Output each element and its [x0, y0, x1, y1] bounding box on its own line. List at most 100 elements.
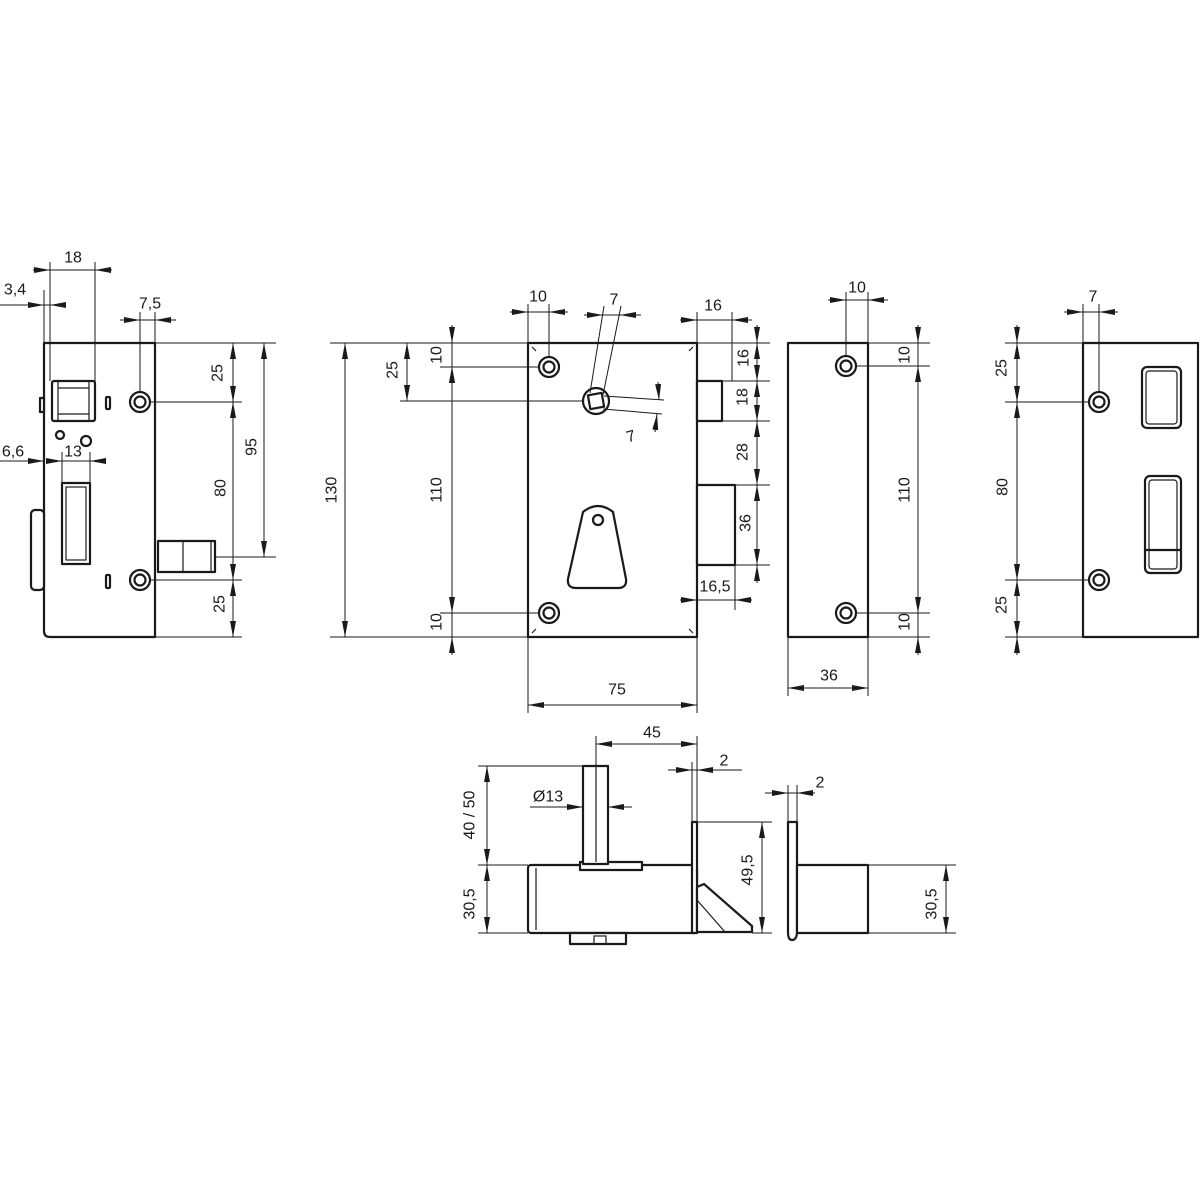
- dim-label: 16: [704, 298, 722, 315]
- dim-top-plate-49-5: 49,5: [697, 821, 772, 934]
- dim-label: 45: [643, 725, 661, 742]
- keyhole-pin: [591, 513, 605, 527]
- dim-label: 10: [429, 346, 446, 364]
- screw-hole-inner: [839, 359, 853, 373]
- lock-case-face: [526, 341, 699, 639]
- deadbolt-detail: [182, 541, 212, 572]
- back-view: 10 10 110 10 36: [786, 280, 930, 696]
- follower-hub: [50, 379, 97, 423]
- dim-label: 49,5: [740, 854, 757, 885]
- dim-label: 25: [994, 596, 1011, 614]
- dim-front-square-top: 7: [584, 292, 641, 396]
- opening-inner: [1148, 479, 1178, 570]
- dim-label: 7: [1089, 289, 1098, 306]
- screw-hole-inner: [542, 360, 556, 374]
- keyhole-escutcheon: [566, 504, 628, 590]
- strike-profile-plate: [786, 820, 799, 942]
- dim-label: 2: [720, 753, 729, 770]
- dim-side-offset-6-6: 6,6: [0, 444, 44, 464]
- dim-label: 80: [213, 479, 230, 497]
- dim-profile-thickness-2: 2: [765, 775, 825, 822]
- latch-opening: [60, 481, 92, 566]
- slot-mark: [104, 395, 112, 411]
- spindle: [581, 764, 610, 866]
- dim-label: 6,6: [2, 444, 24, 461]
- square-spindle-hole: [586, 391, 606, 411]
- dim-label: 7,5: [139, 296, 161, 313]
- dim-side-offset-3-4: 3,4: [0, 282, 66, 343]
- dim-side-opening-13: 13: [46, 444, 106, 483]
- dim-label: 13: [64, 444, 82, 461]
- dim-back-width-36: 36: [787, 637, 869, 696]
- extension-lines: [61, 452, 91, 483]
- bolt-receiver-opening: [1143, 474, 1183, 575]
- edge-tab: [29, 508, 46, 592]
- cylinder-body: [568, 931, 628, 946]
- keyhole-plate: [566, 504, 628, 590]
- arrow: [655, 381, 662, 401]
- dim-front-width-75: 75: [527, 637, 698, 713]
- corner-marks: [531, 346, 694, 634]
- latch-bolt: [695, 379, 724, 423]
- strike-plate-view: 7 25 80 25: [994, 289, 1200, 655]
- follower-hub-detail: [57, 381, 90, 421]
- front-plate: [690, 820, 699, 935]
- dim-label: 36: [820, 668, 838, 685]
- dim-top-spindle-45: 45: [595, 725, 698, 822]
- opening-outer: [1143, 474, 1183, 575]
- extension-lines: [602, 395, 665, 415]
- edge-notch: [38, 396, 46, 414]
- arrow: [652, 413, 659, 433]
- dim-back-right-chain: 10 110 10: [856, 325, 930, 655]
- slot-mark: [104, 573, 112, 590]
- dim-label: 36: [738, 514, 755, 532]
- dim-label: 7: [624, 428, 637, 447]
- extension-lines: [527, 637, 698, 713]
- dim-label: 25: [994, 359, 1011, 377]
- extension-lines: [696, 312, 733, 381]
- dim-label: 75: [608, 682, 626, 699]
- front-view: 10 7 7 16: [324, 289, 770, 713]
- dim-front-left-chain: 130 25 10 110 10: [324, 325, 583, 655]
- latch-opening-outer: [60, 481, 92, 566]
- dim-top-spindle-diameter: Ø13: [530, 789, 632, 810]
- dim-label: 18: [735, 388, 752, 406]
- latch-opening-inner: [65, 486, 87, 561]
- dim-side-offset-7-5: 7,5: [120, 296, 176, 392]
- latch-receiver-opening: [1140, 365, 1183, 430]
- extension-lines: [856, 342, 930, 638]
- dim-label: 18: [64, 250, 82, 267]
- dim-label: 130: [324, 477, 341, 504]
- extension-lines: [868, 864, 956, 934]
- latch-bevel-detail: [696, 899, 726, 933]
- dim-label: 25: [385, 361, 402, 379]
- dim-profile-depth-30-5: 30,5: [868, 864, 956, 934]
- side-view: 18 3,4 7,5 6,6 13: [0, 250, 276, 639]
- opening-inner: [1145, 370, 1178, 425]
- follower-hub-body: [50, 379, 97, 423]
- dim-front-bolt-16-5: 16,5: [680, 565, 752, 610]
- dim-label: 25: [212, 595, 229, 613]
- dim-strike-top-7: 7: [1064, 289, 1118, 392]
- dim-front-right-chain: 16 18 28 36: [697, 325, 770, 583]
- screw-hole-inner: [133, 573, 147, 587]
- dim-label: 10: [897, 613, 914, 631]
- dim-label: 10: [897, 346, 914, 364]
- dim-label: 28: [735, 443, 752, 461]
- dim-side-vertical-chain: 25 80 25 95: [150, 342, 276, 638]
- bottom-cylinder: [568, 931, 628, 946]
- extension-lines: [49, 262, 96, 381]
- dim-label: 10: [529, 289, 547, 306]
- screw-hole-inner: [1092, 395, 1106, 409]
- dim-label: 30,5: [924, 888, 941, 919]
- cylinder-detail: [593, 935, 607, 945]
- small-hole: [54, 429, 66, 441]
- dim-side-width: 18: [33, 250, 112, 381]
- dim-label: 7: [610, 292, 619, 309]
- strike-profile-box: [795, 863, 870, 935]
- dim-strike-left-chain: 25 80 25: [994, 325, 1089, 655]
- dim-front-bolt-16: 16: [680, 298, 752, 381]
- dim-label: Ø13: [533, 789, 563, 806]
- screw-hole-inner: [542, 606, 556, 620]
- latch-bevel: [695, 882, 754, 934]
